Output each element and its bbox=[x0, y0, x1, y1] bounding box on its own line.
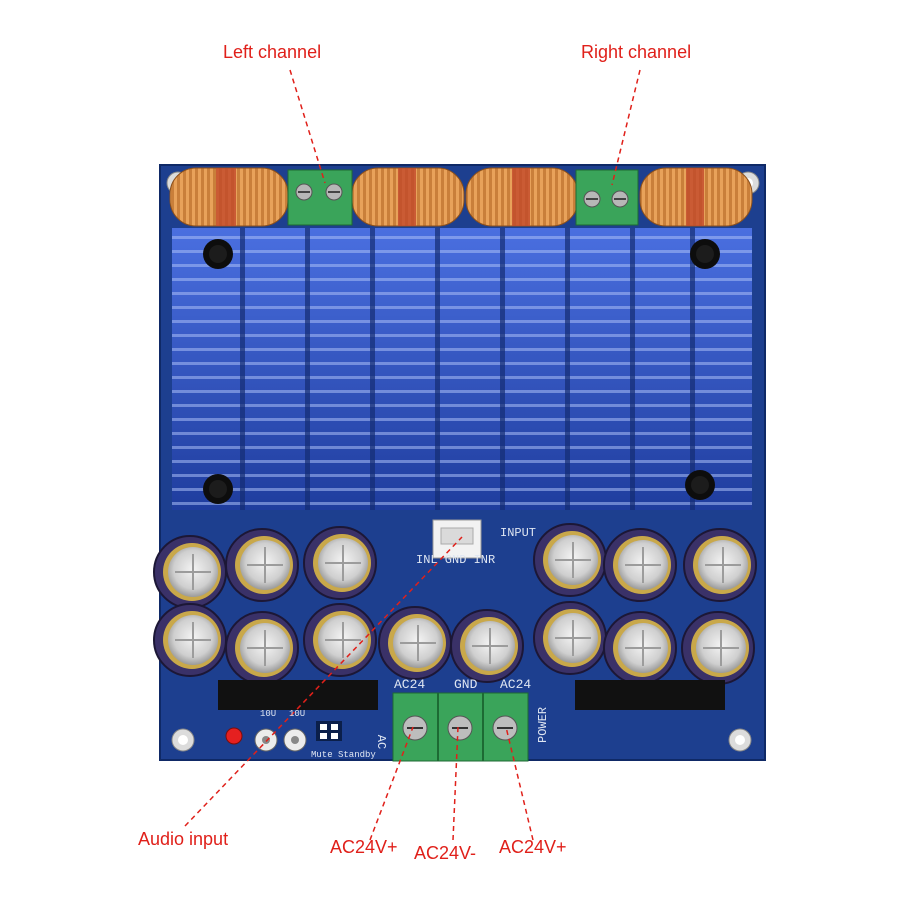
heatsink-fin bbox=[172, 404, 752, 407]
mute-standby-label: Mute Standby bbox=[311, 750, 376, 760]
heatsink-fin bbox=[172, 446, 752, 449]
ac24-left-label: AC24 bbox=[394, 677, 426, 692]
electrolytic-capacitor bbox=[225, 611, 299, 685]
gnd-label: GND bbox=[454, 677, 478, 692]
heatsink-fin bbox=[172, 348, 752, 351]
heatsink-channel bbox=[690, 228, 695, 510]
electrolytic-capacitor bbox=[681, 611, 755, 685]
power-led bbox=[225, 727, 243, 745]
capacitors bbox=[153, 523, 757, 685]
electrolytic-capacitor bbox=[153, 535, 227, 609]
heatsink-fin bbox=[172, 432, 752, 435]
toroid-inductors bbox=[169, 167, 753, 227]
transistor-strip-right bbox=[575, 680, 725, 710]
electrolytic-capacitor bbox=[378, 606, 452, 680]
heatsink-channel bbox=[240, 228, 245, 510]
left-speaker-terminal bbox=[287, 169, 353, 226]
heatsink-fin bbox=[172, 502, 752, 505]
heatsink-channel bbox=[630, 228, 635, 510]
cap-10u-label-a: 10U bbox=[260, 709, 277, 719]
heatsink-fin bbox=[172, 488, 752, 491]
ac24v-plus-left-callout: AC24V+ bbox=[330, 837, 398, 857]
heatsink-channel bbox=[500, 228, 505, 510]
heatsink-fin bbox=[172, 250, 752, 253]
cap-10u-label-b: 10U bbox=[289, 709, 306, 719]
ac-label: AC bbox=[374, 734, 389, 750]
electrolytic-capacitor bbox=[683, 528, 757, 602]
ac24v-minus-callout: AC24V- bbox=[414, 843, 477, 863]
electrolytic-capacitor bbox=[603, 528, 677, 602]
transistor-strip-left bbox=[218, 680, 378, 710]
electrolytic-capacitor bbox=[603, 611, 677, 685]
electrolytic-capacitor bbox=[225, 528, 299, 602]
heatsink-fin bbox=[172, 278, 752, 281]
electrolytic-capacitor bbox=[153, 603, 227, 677]
ac24-right-label: AC24 bbox=[500, 677, 532, 692]
heatsink-fin bbox=[172, 334, 752, 337]
left-channel-callout: Left channel bbox=[223, 42, 322, 62]
heatsink-fin bbox=[172, 460, 752, 463]
heatsink-fin bbox=[172, 264, 752, 267]
callout-lines bbox=[184, 69, 641, 841]
heatsink-fin bbox=[172, 376, 752, 379]
electrolytic-capacitor bbox=[533, 523, 607, 597]
electrolytic-capacitor bbox=[303, 526, 377, 600]
heatsink-channel bbox=[435, 228, 440, 510]
right-channel-callout: Right channel bbox=[581, 42, 692, 62]
mute-standby-pads bbox=[316, 721, 342, 741]
ac24v-plus-right-callout: AC24V+ bbox=[499, 837, 567, 857]
heatsink-fin bbox=[172, 474, 752, 477]
electrolytic-capacitor bbox=[450, 609, 524, 683]
power-terminal bbox=[392, 692, 529, 762]
heatsink-channel bbox=[565, 228, 570, 510]
heatsink-fin bbox=[172, 236, 752, 239]
heatsink-fin bbox=[172, 418, 752, 421]
right-speaker-terminal bbox=[575, 169, 639, 226]
heatsink-fin bbox=[172, 320, 752, 323]
heatsink-fin bbox=[172, 390, 752, 393]
inl-gnd-inr-label: INL GND INR bbox=[416, 553, 496, 567]
power-label: POWER bbox=[536, 706, 551, 744]
input-label: INPUT bbox=[500, 526, 537, 540]
electrolytic-capacitor bbox=[303, 603, 377, 677]
heatsink bbox=[172, 228, 752, 510]
heatsink-fin bbox=[172, 292, 752, 295]
heatsink-channel bbox=[305, 228, 310, 510]
heatsink-fin bbox=[172, 306, 752, 309]
audio-input-callout: Audio input bbox=[138, 829, 229, 849]
electrolytic-capacitor bbox=[533, 601, 607, 675]
heatsink-channel bbox=[370, 228, 375, 510]
heatsink-fin bbox=[172, 362, 752, 365]
